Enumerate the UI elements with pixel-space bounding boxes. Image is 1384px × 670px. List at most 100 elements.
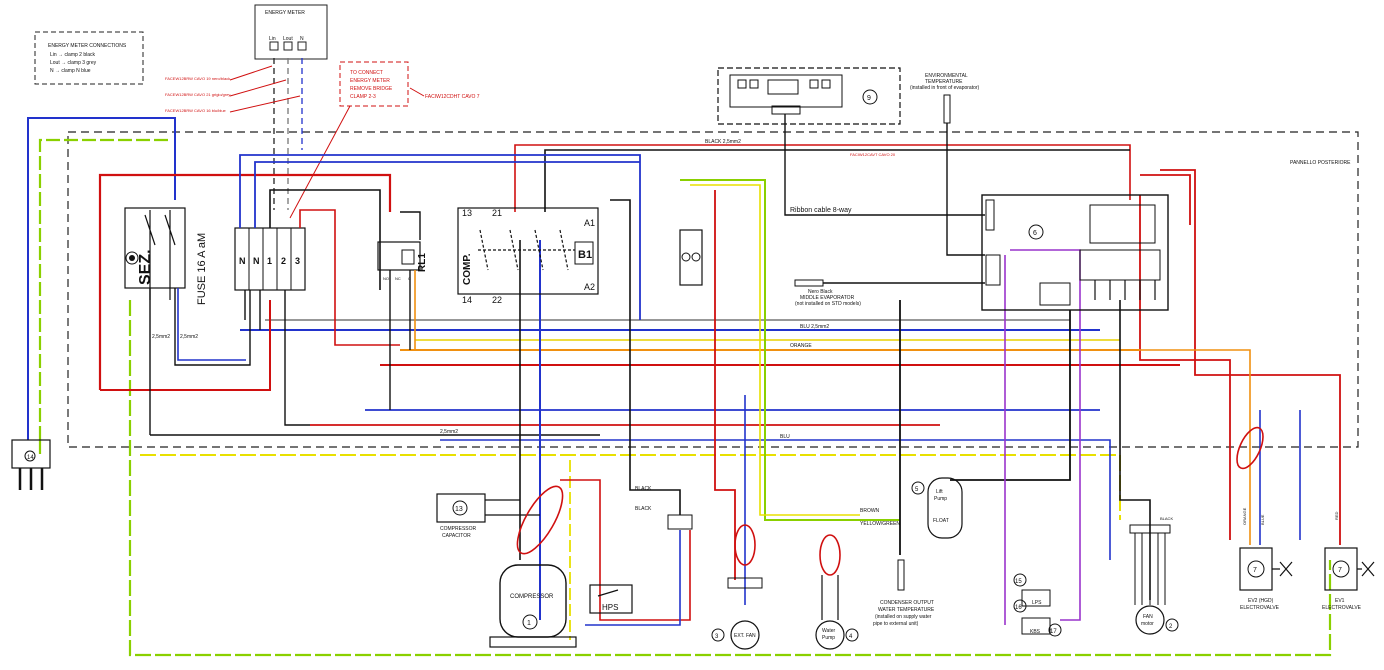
- ev2-symbol: [1272, 561, 1293, 577]
- fan-motor-wires: [1134, 533, 1166, 605]
- lift-pump-label-2: Pump: [934, 496, 947, 502]
- float-label: FLOAT: [933, 518, 949, 524]
- relay-wires: [389, 211, 421, 410]
- legend-line1: Lin → clamp 2 black: [50, 52, 96, 58]
- ev1-label-2: ELECTROVALVE: [1322, 605, 1362, 611]
- lps-id-15: 15: [1015, 579, 1022, 585]
- ext-fan-id-circle: [711, 628, 725, 642]
- cavo-7-leader: [409, 87, 425, 97]
- lps-label: LPS: [1032, 600, 1042, 606]
- earth-terminal-mid: [679, 229, 703, 286]
- yellow-loop-center: [690, 184, 860, 516]
- black-top-run: [544, 149, 1130, 212]
- energy-meter-title: ENERGY METER: [265, 10, 305, 16]
- comp-a1: A1: [584, 218, 595, 228]
- display-connector: [771, 105, 801, 115]
- hps-connector: [667, 514, 693, 530]
- relay-no: NO: [383, 276, 389, 281]
- terminal-dividers: [248, 228, 292, 290]
- terminal-wires-bottom: [244, 290, 310, 426]
- comp-b1: B1: [578, 249, 592, 261]
- comp-14: 14: [462, 295, 472, 305]
- cable-a-leader: [229, 65, 273, 81]
- green-loop-center: [680, 179, 900, 521]
- water-pump-label-1: Water: [822, 628, 835, 634]
- blue-drop-hps: [585, 530, 681, 626]
- sez-wire-b: 2,5mm2: [180, 334, 198, 340]
- capacitor-label-1: COMPRESSOR: [440, 526, 477, 532]
- cable-c-leader: [229, 95, 301, 113]
- board-center-connector: [1039, 282, 1071, 306]
- capacitor-id: 13: [455, 506, 463, 513]
- plug-id: 14: [27, 455, 34, 461]
- display-btn4: [821, 79, 831, 89]
- cond-out-4: pipe to external unit): [873, 621, 919, 627]
- ev1-symbol: [1357, 561, 1375, 577]
- black-label-b: BLACK: [635, 506, 652, 512]
- ext-fan-id: 3: [715, 634, 719, 640]
- middle-evap-3: (not installed on STD models): [795, 301, 861, 307]
- display-panel: [717, 67, 901, 125]
- earth-wire-outer: [38, 138, 170, 455]
- sez-contacts: [144, 210, 176, 300]
- middle-evap-2: MIDDLE EVAPORATOR: [800, 295, 855, 301]
- display-id: 9: [867, 95, 871, 102]
- hps-label: HPS: [602, 603, 618, 612]
- lift-pump-label-1: Lift: [936, 489, 943, 495]
- lps-switch: [1021, 589, 1051, 607]
- hps-contact: [597, 589, 619, 597]
- cable-c-label: FACEW12BRW CAVO 16 blu/blue: [165, 108, 227, 113]
- connect-note-box: [339, 61, 409, 107]
- condenser-output-probe: [897, 559, 905, 591]
- board-outputs: [1094, 280, 1156, 300]
- red-left-low: [100, 300, 271, 391]
- cavo-20-label: FACIW12CAVT CAVO 20: [850, 152, 896, 157]
- water-pump-label-2: Pump: [822, 635, 835, 641]
- ext-fan-label: EXT. FAN: [734, 633, 756, 639]
- display-screen: [767, 79, 799, 95]
- back-panel-outline: [67, 131, 1359, 448]
- board-relay-top: [1089, 204, 1156, 244]
- red-v-label: RED: [1334, 511, 1339, 520]
- fan-motor-label-1: FAN: [1143, 614, 1153, 620]
- lift-pump-id-circle: [911, 481, 925, 495]
- earth-wire-bottom: [128, 300, 1332, 657]
- board-ribbon-connector: [985, 199, 995, 231]
- ev2-id: 7: [1253, 567, 1257, 574]
- comp-label: COMP.: [462, 253, 473, 285]
- relay-rl1: [377, 241, 421, 271]
- legend-line3: N → clamp N blue: [50, 68, 91, 74]
- bottom-wire-label: 2,5mm2: [440, 429, 458, 435]
- compressor-label: COMPRESSOR: [510, 594, 554, 600]
- back-panel-label: PANNELLO POSTERIORE: [1290, 160, 1351, 166]
- lps-id-circle-15: [1013, 573, 1027, 587]
- ribbon-cable: [784, 114, 985, 216]
- red-top-run: [514, 144, 1131, 212]
- black-v-label: BLACK: [1160, 516, 1173, 521]
- sez-bottom-wires: [149, 288, 251, 435]
- power-plug: [11, 439, 51, 469]
- energy-meter-lout: Lout: [283, 36, 293, 42]
- water-pump-wires: [821, 575, 839, 620]
- ribbon-label: Ribbon cable 8-way: [790, 207, 852, 214]
- plug-pins: [18, 468, 44, 490]
- ev2-label-2: ELECTROVALVE: [1240, 605, 1280, 611]
- hps-switch: [589, 584, 633, 614]
- earth-terminal-screw1: [681, 252, 691, 262]
- middle-evap-1: Nero Black: [808, 289, 833, 295]
- terminal-wires-red: [299, 209, 400, 346]
- cable-a-label: FACEW12BRW CAVO 19 nero/black: [165, 76, 230, 81]
- energy-meter-terminal-lin: [269, 41, 279, 51]
- energy-meter-terminal-n: [297, 41, 307, 51]
- water-pump-id-circle: [845, 628, 859, 642]
- black-drop-hps: [610, 199, 681, 515]
- blue-drop-ev: [1259, 410, 1301, 545]
- sez-label: SEZ.: [137, 249, 154, 285]
- capacitor-id-circle: [452, 500, 468, 516]
- main-switch-sez: [124, 207, 186, 289]
- red-right-outer: [1160, 169, 1341, 545]
- cavo-7-label: FACIW12CDHT CAVO 7: [425, 94, 480, 100]
- terminal-wires-top: [239, 154, 641, 320]
- blue-feed-left: [27, 117, 176, 440]
